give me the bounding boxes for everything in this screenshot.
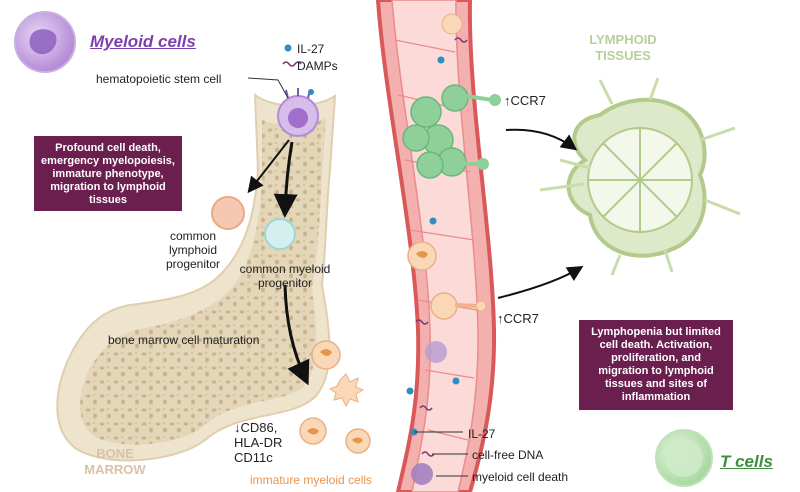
damp-squiggle-legend [282,61,302,67]
clp-label: common lymphoid progenitor [158,229,228,271]
marker-label-line3: CD11c [234,450,273,465]
t-cell-icon [655,429,713,487]
ccr7-high-cells-top [402,84,501,179]
t-cell-effects-line1: Lymphopenia but limited [591,326,721,338]
marker-label-line2: HLA-DR [234,435,283,450]
bone-marrow-bone [56,92,337,462]
t-cell-effects-line3: proliferation, and [611,352,701,364]
common-lymphoid-progenitor [211,196,245,230]
t-cell-effects-box: Lymphopenia but limited cell death. Acti… [579,320,733,410]
il27-legend-label: IL-27 [297,42,325,56]
cmp-label: common myeloid progenitor [232,262,338,290]
bone-marrow-title-line1: BONE [96,446,134,461]
hsc-leader-line [247,77,289,99]
maturation-arrow [283,284,310,386]
marker-label-line1: ↓CD86, [234,420,278,435]
vessel-myeloid-cells [407,13,487,485]
myeloid-death-label: myeloid cell death [472,470,569,484]
immature-myeloid-label: immature myeloid cells [250,473,373,487]
immature-myeloid-cells [299,340,371,454]
t-cell-effects-line4: migration to lymphoid [598,365,714,377]
hematopoietic-stem-cell [277,88,319,137]
t-cell-effects-line6: inflammation [621,391,691,403]
bone-marrow-title: BONE MARROW [80,446,150,478]
ccr7-label-bottom: ↑CCR7 [497,311,539,326]
myeloid-effects-line1: Profound cell death, [55,142,161,154]
cmp-label-line2: progenitor [257,276,313,290]
hsc-to-clp-arrow [247,139,290,194]
myeloid-effects-line4: migration to lymphoid [50,181,166,193]
lymph-node [539,77,741,276]
lymphoid-title-line2: TISSUES [595,48,651,63]
ccr7-arrow-bottom [497,265,584,299]
common-myeloid-progenitor [264,218,296,250]
clp-label-line3: progenitor [165,257,221,271]
ccr7-arrow-top [505,128,578,151]
il27-label-bottom: IL-27 [468,427,496,441]
lymphoid-title-line1: LYMPHOID [589,32,657,47]
ccr7-label-top: ↑CCR7 [504,93,546,108]
bm-maturation-label: bone marrow cell maturation [108,333,260,347]
il27-dot-legend [284,44,292,52]
myeloid-cells-title: Myeloid cells [90,32,196,51]
t-cell-effects-line5: tissues and sites of [604,378,708,390]
blood-vessel [375,0,497,492]
bone-marrow-title-line2: MARROW [84,462,146,477]
clp-label-line1: common [169,229,216,243]
myeloid-cell-icon [14,11,76,73]
hsc-to-cmp-arrow [273,141,298,218]
t-cells-title: T cells [720,452,773,471]
t-cell-effects-line2: cell death. Activation, [599,339,713,351]
lymphoid-tissues-title: LYMPHOID TISSUES [578,32,668,64]
myeloid-effects-line2: emergency myelopoiesis, [41,155,175,167]
marker-label: ↓CD86, HLA-DR CD11c [234,420,282,465]
clp-label-line2: lymphoid [168,243,218,257]
myeloid-effects-box: Profound cell death, emergency myelopoie… [34,136,182,211]
damps-legend-label: DAMPs [297,59,338,73]
myeloid-effects-line5: tissues [89,194,127,206]
myeloid-effects-line3: immature phenotype, [52,168,164,180]
hsc-label: hematopoietic stem cell [96,72,222,86]
cfdna-label: cell-free DNA [472,448,544,462]
cmp-label-line1: common myeloid [239,262,331,276]
